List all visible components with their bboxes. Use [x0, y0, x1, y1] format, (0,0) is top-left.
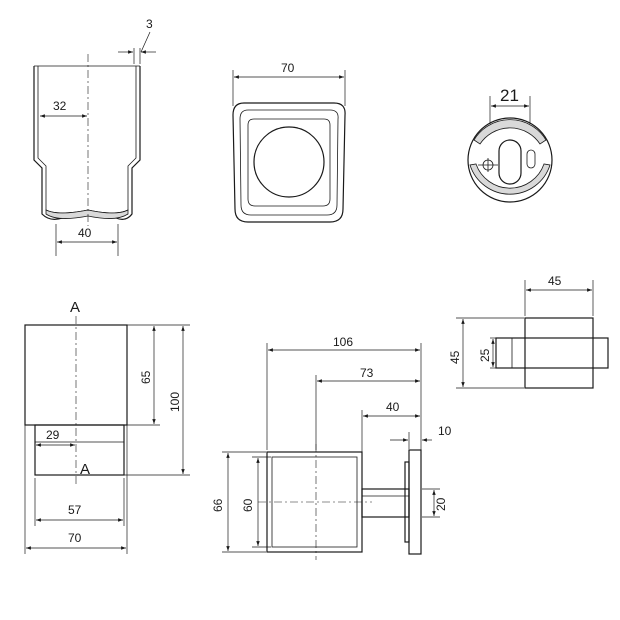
cup-inner-outline	[37, 66, 137, 214]
wall-mount-view: 21	[467, 86, 553, 203]
lower-width-label: 29	[46, 428, 60, 442]
mount-small-slot	[526, 149, 536, 169]
section-label-top: A	[70, 299, 80, 316]
holder-outer-outline	[232, 102, 346, 223]
inner-label: 25	[478, 348, 492, 362]
arm-length-label: 73	[360, 366, 374, 380]
holder-inner-outline	[247, 118, 331, 207]
cup-elevation-view: A A 65 100 29 57 70	[24, 299, 190, 554]
slot-label: 21	[500, 86, 519, 105]
section-label-bottom: A	[80, 461, 90, 478]
holder-top-view: 106 73 40 10 66 60 20	[211, 335, 452, 560]
inner-size-label: 60	[241, 498, 255, 512]
wall-plate-step	[404, 461, 410, 543]
cup-section-view: 3 32 40	[33, 17, 156, 256]
mount-slot	[498, 139, 522, 185]
cup-outer-outline	[33, 66, 141, 220]
mount-shaded-lower	[469, 163, 551, 195]
arm-stem	[361, 488, 410, 518]
front-width-label: 70	[281, 61, 295, 75]
bottom-width-label: 57	[68, 503, 82, 517]
total-height-label: 100	[168, 392, 182, 412]
stem-label: 20	[434, 497, 448, 511]
wall-thickness-label: 3	[146, 17, 153, 31]
wall-plate	[408, 449, 422, 555]
bracket-label: 40	[386, 400, 400, 414]
base-width-label: 40	[78, 226, 92, 240]
cup-bottom-hatch	[45, 209, 129, 219]
holder-side-band	[495, 337, 609, 369]
outer-width-label: 70	[68, 531, 82, 545]
mount-shaded-ring	[473, 119, 547, 145]
holder-side-view: 45 45 25	[448, 274, 609, 389]
top-width-label: 45	[548, 274, 562, 288]
holder-mid-outline	[239, 109, 339, 216]
wall-leader	[140, 31, 151, 53]
outer-size-label: 66	[211, 498, 225, 512]
inner-width-label: 32	[53, 99, 67, 113]
mount-outer-circle	[467, 117, 553, 203]
holder-opening-circle	[253, 126, 325, 198]
height-label: 45	[448, 350, 462, 364]
holder-front-view: 70	[232, 61, 346, 223]
projection-label: 106	[333, 335, 353, 349]
plate-label: 10	[438, 424, 452, 438]
holder-side-outer	[524, 317, 594, 389]
upper-height-label: 65	[139, 370, 153, 384]
